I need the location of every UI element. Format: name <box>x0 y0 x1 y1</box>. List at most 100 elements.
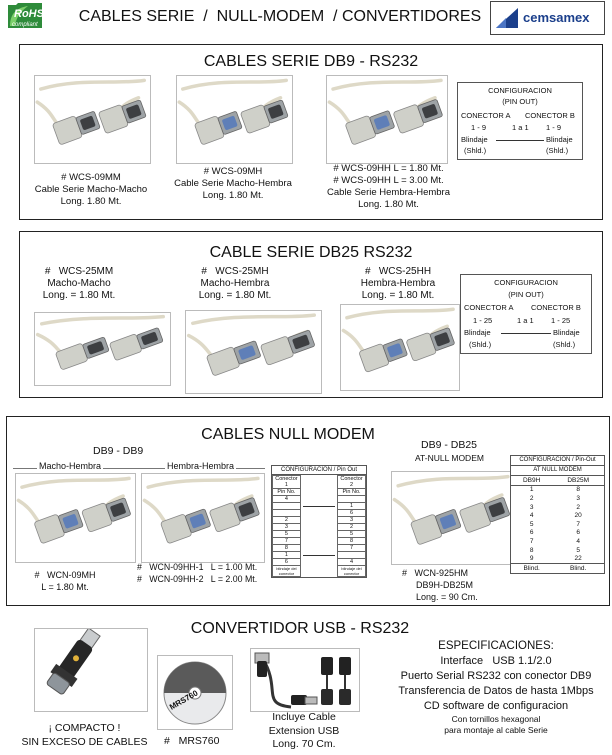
rohs-compliant: compliant <box>12 22 38 28</box>
pinout-cell: 3 <box>337 516 366 524</box>
config-shld-a: (Shld.) <box>464 146 487 155</box>
pinout-cell: 3 <box>576 494 580 502</box>
pinout-cell: 5 <box>576 546 580 554</box>
pinout-cell: 6 <box>576 529 580 537</box>
compact-line-2: SIN EXCESO DE CABLES <box>21 736 148 748</box>
product-image-wcs-09mh <box>176 75 293 164</box>
product-length: Long. = 1.80 Mt. <box>198 290 272 301</box>
config-shield-a: Blindaje <box>464 328 491 337</box>
cable-drawing <box>35 314 165 370</box>
pinout-footer: blindaje del conector <box>272 565 301 577</box>
product-image-wcn-09hh <box>141 473 265 563</box>
product-code: # WCS-25HH <box>364 266 432 277</box>
section-null-modem: CABLES NULL MODEM DB9 - DB9 Macho-Hembra… <box>6 416 610 606</box>
product-desc: DB9H-DB25M <box>416 580 474 590</box>
pinout-header-1: DB9H <box>522 476 541 484</box>
pinout-cell: 8 <box>272 544 301 552</box>
pinout-cell: 8 <box>337 537 366 545</box>
config-sub: (PIN OUT) <box>502 97 538 106</box>
pinout-cell: Blind. <box>523 564 540 572</box>
product-length: Long. 1.80 Mt. <box>202 190 264 201</box>
pinout-cell: 5 <box>272 530 301 538</box>
at-null-modem-label: AT-NULL MODEM <box>415 453 484 463</box>
caption-wcs-25mm: # WCS-25MM Macho-Macho Long. = 1.80 Mt. <box>24 266 134 302</box>
pinout-cell: 6 <box>337 509 366 517</box>
pinout-cell: 1 <box>337 502 366 510</box>
cable-line-3: Long. 70 Cm. <box>272 738 336 750</box>
shield-line <box>496 140 544 141</box>
product-image-wcs-09mm <box>34 75 151 164</box>
cd-icon <box>163 661 227 725</box>
product-code: # WCN-925HM <box>402 568 469 578</box>
caption-usb-extension: Incluye Cable Extension USB Long. 70 Cm. <box>254 711 354 752</box>
hembra-hembra-label: Hembra-Hembra <box>165 461 237 471</box>
spec-item: CD software de configuracion <box>423 700 569 712</box>
config-shield-b: Blindaje <box>553 328 580 337</box>
product-image-wcn-09mh <box>15 473 136 563</box>
product-code: # WCS-09MM <box>61 172 121 183</box>
cable-drawing <box>142 476 260 544</box>
product-code: # WCS-25MH <box>201 266 269 277</box>
pinout-cell <box>272 502 301 510</box>
caption-wcn-09mh: # WCN-09MH L = 1.80 Mt. <box>15 569 115 593</box>
pinout-cell: 2 <box>576 503 580 511</box>
spec-item: Transferencia de Datos de hasta 1Mbps <box>398 685 594 697</box>
config-shield-a: Blindaje <box>461 135 488 144</box>
spec-item: Puerto Serial RS232 con conector DB9 <box>400 670 592 682</box>
pinout-cell <box>337 495 366 503</box>
caption-wcs-09hh: # WCS-09HH L = 1.80 Mt. # WCS-09HH L = 3… <box>316 163 461 211</box>
pinout-cell: 8 <box>529 546 534 554</box>
cable-line-1: Incluye Cable <box>272 711 336 723</box>
pinout-cell: 2 <box>337 523 366 531</box>
product-desc: Macho-Macho <box>47 278 111 289</box>
product-code: # WCS-09HH L = 1.80 Mt. <box>333 163 444 174</box>
pinout-cell: 4 <box>337 558 366 566</box>
config-b-pins: 1 - 9 <box>546 123 562 132</box>
db9-db9-label: DB9 - DB9 <box>93 445 144 457</box>
product-code: # WCS-25MM <box>44 266 114 277</box>
macho-hembra-label: Macho-Hembra <box>37 461 104 471</box>
product-desc: Cable Serie Hembra-Hembra <box>326 187 451 198</box>
pinout-cell: 20 <box>574 512 582 520</box>
product-length: Long. = 1.80 Mt. <box>42 290 116 301</box>
usb-section-title: CONVERTIDOR USB - RS232 <box>190 620 410 637</box>
product-image-wcn-925hm <box>391 471 515 565</box>
cable-drawing <box>186 313 316 376</box>
db9-pinout-box: CONFIGURACION (PIN OUT) CONECTOR A CONEC… <box>457 82 583 160</box>
product-code: # WCS-09HH L = 3.00 Mt. <box>333 175 444 186</box>
product-image-wcs-25mm <box>34 312 171 386</box>
product-code: # WCN-09MH <box>34 570 96 580</box>
caption-mrs760: # MRS760 <box>164 735 220 747</box>
section-db25-title: CABLE SERIE DB25 RS232 <box>209 244 413 261</box>
cable-line-2: Extension USB <box>268 724 340 737</box>
pinout-cell: 9 <box>529 555 534 563</box>
pinout-header-2: DB25M <box>567 476 589 484</box>
pinout-cell: 8 <box>576 486 580 494</box>
spec-item: Interface USB 1.1/2.0 <box>440 655 552 667</box>
shield-line <box>501 333 551 334</box>
product-image-wcs-09hh <box>326 75 448 164</box>
pinout-cell: 5 <box>529 520 534 528</box>
config-shld-b: (Shld.) <box>546 146 569 155</box>
page-title: CABLES SERIE / NULL-MODEM / CONVERTIDORE… <box>78 8 482 25</box>
section-db9-title: CABLES SERIE DB9 - RS232 <box>203 53 419 70</box>
caption-wcs-25hh: # WCS-25HH Hembra-Hembra Long. = 1.80 Mt… <box>343 266 453 302</box>
pinout-cell: 7 <box>337 544 366 552</box>
pinout-cell: 3 <box>272 523 301 531</box>
product-code: # WCN-09HH-1 L = 1.00 Mt. <box>137 562 258 572</box>
pinout-cell <box>337 551 366 559</box>
cable-drawing <box>177 78 289 145</box>
product-length: Long. 1.80 Mt. <box>358 199 419 210</box>
db9-db25-label: DB9 - DB25 <box>421 439 478 451</box>
caption-wcn-09hh: # WCN-09HH-1 L = 1.00 Mt. # WCN-09HH-2 L… <box>137 561 267 585</box>
pinout-cell: 7 <box>272 537 301 545</box>
caption-wcs-09mh: # WCS-09MH Cable Serie Macho-Hembra Long… <box>158 166 308 202</box>
pinout-cell: 5 <box>337 530 366 538</box>
usb-cable-icon <box>254 652 351 709</box>
config-shield-b: Blindaje <box>546 135 573 144</box>
config-connector-a: CONECTOR A <box>464 303 514 312</box>
pinout-cell: 1 <box>529 486 534 494</box>
cemsamex-mark-icon <box>496 8 518 28</box>
pinout-cell: 7 <box>576 520 580 528</box>
